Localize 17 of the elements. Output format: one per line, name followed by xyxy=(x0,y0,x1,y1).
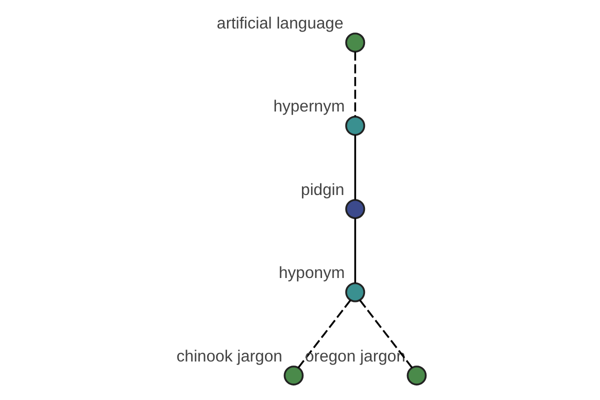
connector xyxy=(359,300,413,368)
node-circle xyxy=(406,366,427,386)
connector xyxy=(354,218,356,283)
connector xyxy=(354,52,356,116)
node-label: artificial language xyxy=(216,14,344,32)
connector xyxy=(354,134,356,200)
node-circle xyxy=(345,32,366,53)
node-circle xyxy=(345,116,366,136)
node-label: oregon jargon xyxy=(304,347,406,366)
node-circle xyxy=(345,282,366,302)
node-label: hypernym xyxy=(273,98,345,116)
node-label: hyponym xyxy=(278,264,345,282)
connector xyxy=(298,300,352,368)
node-label: pidgin xyxy=(300,180,344,199)
node-circle xyxy=(345,199,366,219)
node-label: chinook jargon xyxy=(176,347,282,366)
node-circle xyxy=(284,366,304,386)
